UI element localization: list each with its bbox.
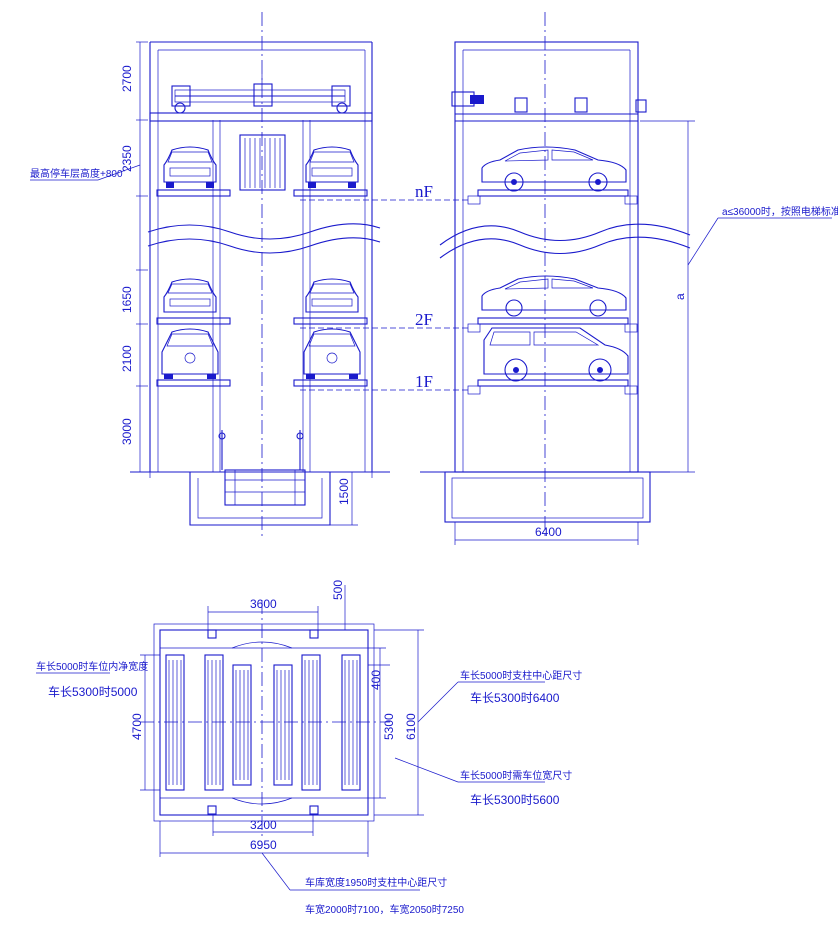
- car-front-icon: [305, 278, 359, 313]
- note-bottom-2: 车宽2000时7100，车宽2050时7250: [305, 903, 464, 916]
- note-right-bottom-1: 车长5000时需车位宽尺寸: [460, 769, 572, 782]
- dim-plan-right-inner: 5300: [382, 713, 396, 740]
- note-left-1: 车长5000时车位内净宽度: [36, 660, 148, 673]
- note-left-2: 车长5300时5000: [48, 684, 138, 699]
- sedan-side-icon: [481, 275, 627, 317]
- car-front-icon: [303, 328, 361, 379]
- sedan-side-icon: [481, 146, 627, 192]
- level-label-nf: nF: [415, 182, 433, 201]
- side-view: 6400 a a≤36000时，按照电梯标准提升: [420, 12, 838, 545]
- dim-pit: 1500: [337, 478, 351, 505]
- plan-view: 3600 500 3200 6950 4700 5300 6100 400 车长…: [36, 580, 582, 916]
- comb-pallet-icon: [239, 134, 286, 191]
- dim-bottom: 3000: [120, 418, 134, 445]
- dim-plan-left: 4700: [130, 713, 144, 740]
- note-right-bottom-2: 车长5300时5600: [470, 792, 560, 807]
- dim-plan-top: 3600: [250, 597, 277, 611]
- level-label-2f: 2F: [415, 310, 433, 329]
- note-right-top-1: 车长5000时支柱中心距尺寸: [460, 669, 582, 682]
- level-label-1f: 1F: [415, 372, 433, 391]
- height-note: a≤36000时，按照电梯标准提升: [722, 205, 838, 218]
- dim-plan-bottom-inner: 3200: [250, 818, 277, 832]
- dim-level-1: 2100: [120, 345, 134, 372]
- dim-level-n: 2350: [120, 145, 134, 172]
- comb-pallet-icon: [165, 654, 361, 791]
- car-front-icon: [161, 328, 219, 379]
- car-front-icon: [163, 146, 217, 188]
- car-front-icon: [305, 146, 359, 188]
- dim-plan-right-total: 6100: [404, 713, 418, 740]
- front-view: nF 2F 1F 2700 2350 1650 2100 3000 1500 最…: [30, 12, 470, 540]
- note-bottom-1: 车库宽度1950时支柱中心距尺寸: [305, 876, 447, 889]
- left-note: 最高停车层高度+800: [30, 167, 123, 180]
- dim-plan-right-small: 400: [369, 670, 383, 690]
- dim-plan-bottom-total: 6950: [250, 838, 277, 852]
- dim-height-a: a: [673, 293, 687, 300]
- note-right-top-2: 车长5300时6400: [470, 690, 560, 705]
- dim-side-width: 6400: [535, 525, 562, 539]
- dim-mid: 1650: [120, 286, 134, 313]
- dim-top: 2700: [120, 65, 134, 92]
- suv-side-icon: [483, 327, 629, 382]
- car-front-icon: [163, 278, 217, 313]
- dim-plan-top-offset: 500: [331, 580, 345, 600]
